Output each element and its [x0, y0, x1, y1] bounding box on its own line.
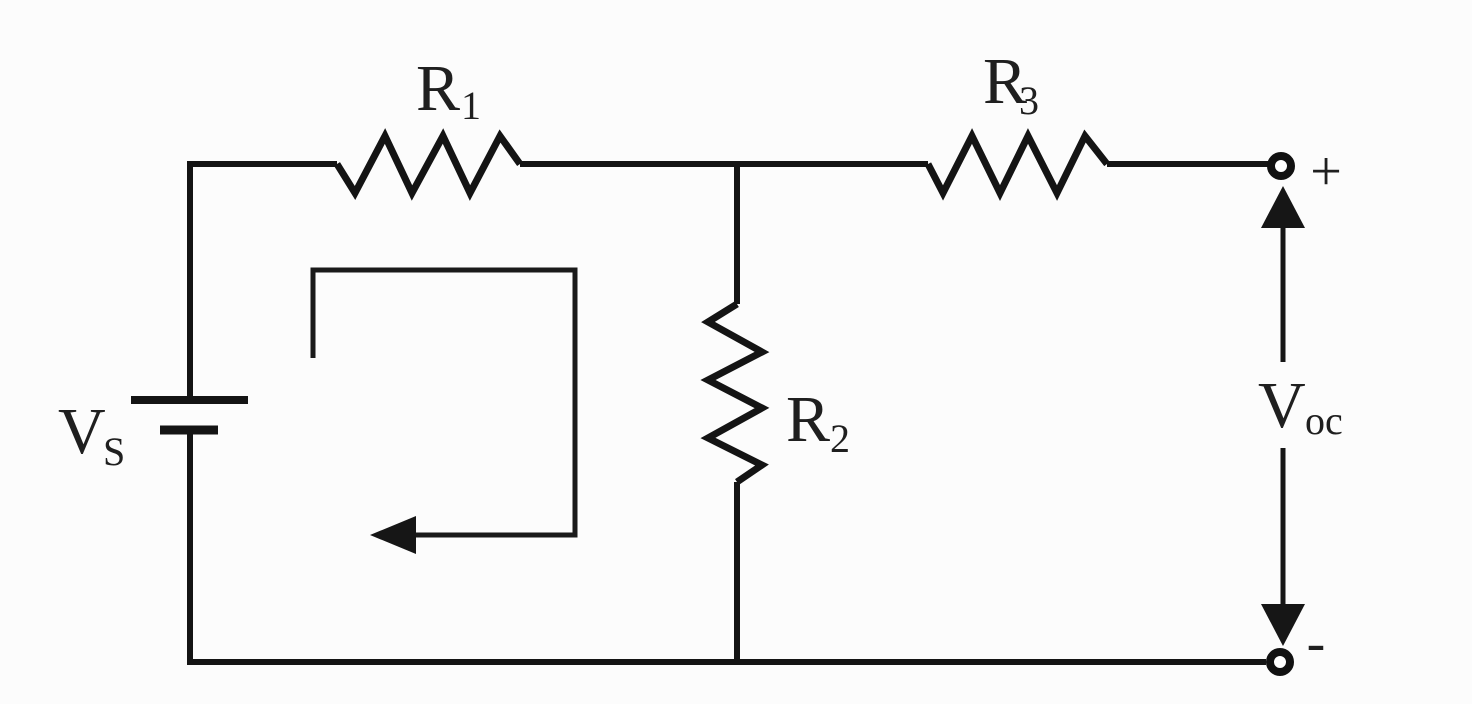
mesh-loop-arrowhead-icon — [370, 516, 416, 554]
r1-label: R — [416, 52, 460, 125]
voltage-source-battery-icon — [131, 396, 248, 435]
vs-label-subscript: S — [103, 429, 125, 474]
voc-label: V — [1258, 369, 1306, 442]
vs-label: V — [58, 395, 106, 468]
mesh-current-loop-icon — [310, 267, 578, 554]
voc-label-subscript: oc — [1305, 398, 1343, 443]
terminal-negative-icon — [1266, 648, 1294, 676]
voc-arrow-up-head-icon — [1261, 186, 1305, 228]
r2-label: R — [786, 383, 830, 456]
output-branch: + - — [1261, 141, 1342, 676]
mesh-loop-path — [310, 267, 578, 538]
wire-left-upper — [187, 161, 337, 397]
circuit-wires — [187, 161, 1269, 665]
r3-label-subscript: 3 — [1019, 78, 1039, 123]
r1-label-subscript: 1 — [461, 83, 481, 128]
resistor-r3-icon — [924, 128, 1110, 201]
wire-bottom — [187, 433, 1266, 665]
resistor-r2-icon — [700, 301, 770, 485]
voc-arrow-down-head-icon — [1261, 604, 1305, 646]
terminal-positive-icon — [1267, 152, 1295, 180]
plus-sign: + — [1310, 141, 1342, 203]
r2-label-subscript: 2 — [830, 416, 850, 461]
resistor-r1-icon — [334, 128, 523, 201]
r3-label: R — [983, 45, 1027, 118]
component-labels: R 1 R 3 R 2 V S V oc — [58, 45, 1343, 474]
minus-sign: - — [1307, 612, 1326, 674]
